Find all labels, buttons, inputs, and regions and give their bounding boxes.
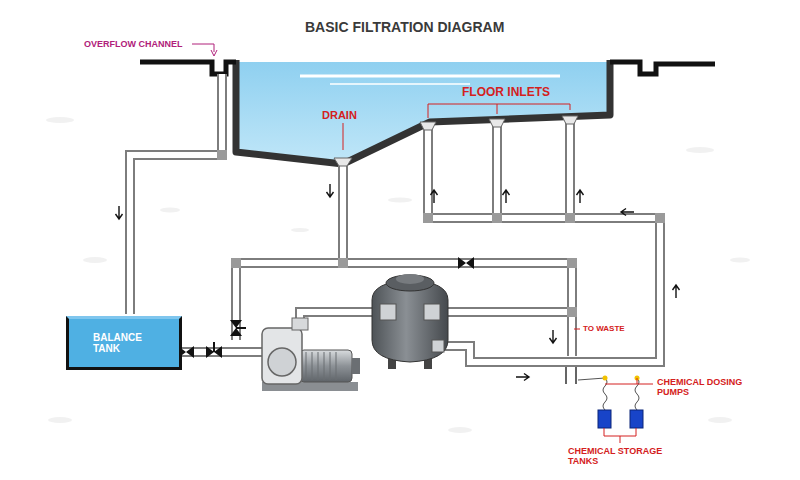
storage-label: CHEMICAL STORAGE TANKS [568, 446, 672, 467]
inlets-label: FLOOR INLETS [462, 86, 550, 100]
drain-label: DRAIN [322, 109, 357, 122]
tank-label: BALANCE TANK [93, 332, 155, 355]
dosing-label: CHEMICAL DOSING PUMPS [657, 377, 757, 398]
overflow-label: OVERFLOW CHANNEL [84, 39, 183, 49]
waste-label: TO WASTE [583, 324, 625, 333]
balance-tank: BALANCE TANK [66, 316, 182, 370]
diagram-title: BASIC FILTRATION DIAGRAM [305, 19, 504, 35]
